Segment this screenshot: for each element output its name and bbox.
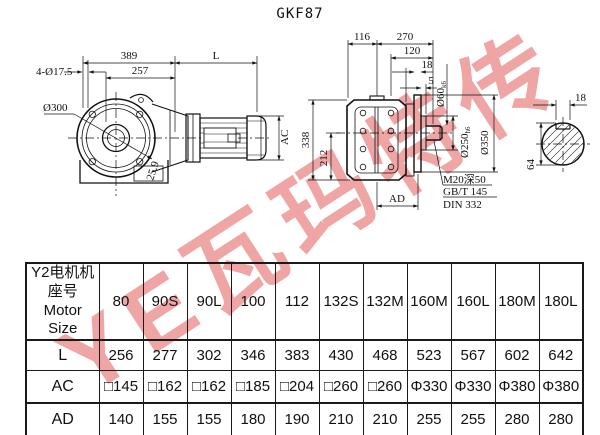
table-cell: 155	[142, 402, 188, 435]
table-cell: 280	[538, 402, 584, 435]
dim-25-9: 25.9	[144, 159, 162, 181]
table-cell: 602	[494, 339, 540, 371]
front-view-dimensions	[44, 56, 284, 161]
motor-size-table: Y2电机机座号 Motor Size 80 90S 90L 100 112 13…	[25, 262, 584, 435]
thread-note-line3: DIN 332	[443, 199, 482, 211]
col-header: 80	[98, 262, 144, 341]
dim-270: 270	[397, 31, 414, 43]
shaft-section	[536, 117, 590, 172]
dim-AD: AD	[389, 193, 405, 205]
dim-AC: AC	[279, 130, 291, 145]
table-cell: 180	[230, 402, 276, 435]
row-label: AD	[25, 402, 100, 435]
page-title: GKF87	[276, 6, 324, 22]
row-label: AC	[25, 370, 100, 404]
table-cell: 255	[406, 402, 452, 435]
table-cell: 523	[406, 339, 452, 371]
table-cell: 468	[362, 339, 408, 371]
shaft-section-dimensions	[533, 100, 587, 166]
col-header: 100	[230, 262, 276, 341]
side-view	[336, 94, 452, 181]
side-view-dimensions	[308, 40, 498, 210]
dim-spigot-dia: Ø250h6	[459, 126, 472, 158]
table-cell: 346	[230, 339, 276, 371]
table-cell: 302	[186, 339, 232, 371]
row-label: L	[25, 339, 100, 371]
col-header: 160L	[450, 262, 496, 341]
table-cell: □162	[142, 370, 188, 404]
table-header-row: Y2电机机座号 Motor Size 80 90S 90L 100 112 13…	[25, 262, 584, 341]
table-cell: 280	[494, 402, 540, 435]
dim-18: 18	[422, 59, 434, 71]
dim-key-height: 64	[525, 159, 537, 171]
dim-338: 338	[300, 131, 312, 148]
table-cell: 210	[362, 402, 408, 435]
col-header: 90S	[142, 262, 188, 341]
table-cell: 642	[538, 339, 584, 371]
table-cell: 277	[142, 339, 188, 371]
table-cell: Φ330	[406, 370, 452, 404]
table-cell: 155	[186, 402, 232, 435]
table-cell: 190	[274, 402, 320, 435]
front-view	[68, 92, 272, 196]
col-header: 90L	[186, 262, 232, 341]
table-cell: 430	[318, 339, 364, 371]
dim-212: 212	[318, 150, 330, 167]
table-cell: □162	[186, 370, 232, 404]
dim-key-width: 18	[575, 92, 587, 104]
technical-drawing: 389 L 257 4-Ø17.5 Ø300 25.9 AC	[36, 31, 590, 211]
dim-L: L	[213, 50, 220, 62]
col-header: 132S	[318, 262, 364, 341]
table-cell: Φ380	[494, 370, 540, 404]
table-cell: 140	[98, 402, 144, 435]
table-cell: □185	[230, 370, 276, 404]
col-header: 180L	[538, 262, 584, 341]
table-cell: Φ380	[538, 370, 584, 404]
table-cell: 210	[318, 402, 364, 435]
col-header: 112	[274, 262, 320, 341]
table-cell: Φ330	[450, 370, 496, 404]
table-row-L: L 256 277 302 346 383 430 468 523 567 60…	[25, 339, 584, 371]
dim-257: 257	[132, 65, 149, 77]
dim-389: 389	[121, 50, 138, 62]
table-header-motor-size: Y2电机机座号 Motor Size	[25, 262, 100, 341]
table-cell: □204	[274, 370, 320, 404]
table-cell: 255	[450, 402, 496, 435]
table-cell: □260	[318, 370, 364, 404]
dim-120: 120	[404, 45, 421, 57]
table-cell: 383	[274, 339, 320, 371]
table-cell: □260	[362, 370, 408, 404]
dim-shaft-dia: Ø60k6	[435, 81, 448, 107]
header-en: Motor Size	[43, 301, 82, 338]
table-cell: □145	[98, 370, 144, 404]
dim-flange-dia-side: Ø350	[479, 130, 491, 155]
dim-flange-dia: Ø300	[43, 102, 68, 114]
table-row-AD: AD 140 155 155 180 190 210 210 255 255 2…	[25, 402, 584, 435]
dim-5: 5	[428, 75, 434, 87]
col-header: 180M	[494, 262, 540, 341]
table-cell: 256	[98, 339, 144, 371]
col-header: 132M	[362, 262, 408, 341]
col-header: 160M	[406, 262, 452, 341]
thread-note-line2: GB/T 145	[443, 186, 488, 198]
thread-note-line1: M20深50	[443, 173, 486, 186]
table-row-AC: AC □145 □162 □162 □185 □204 □260 □260 Φ3…	[25, 370, 584, 404]
header-cn: Y2电机机座号	[31, 264, 95, 300]
dim-holes: 4-Ø17.5	[36, 66, 73, 78]
dim-116: 116	[354, 31, 371, 43]
table-cell: 567	[450, 339, 496, 371]
